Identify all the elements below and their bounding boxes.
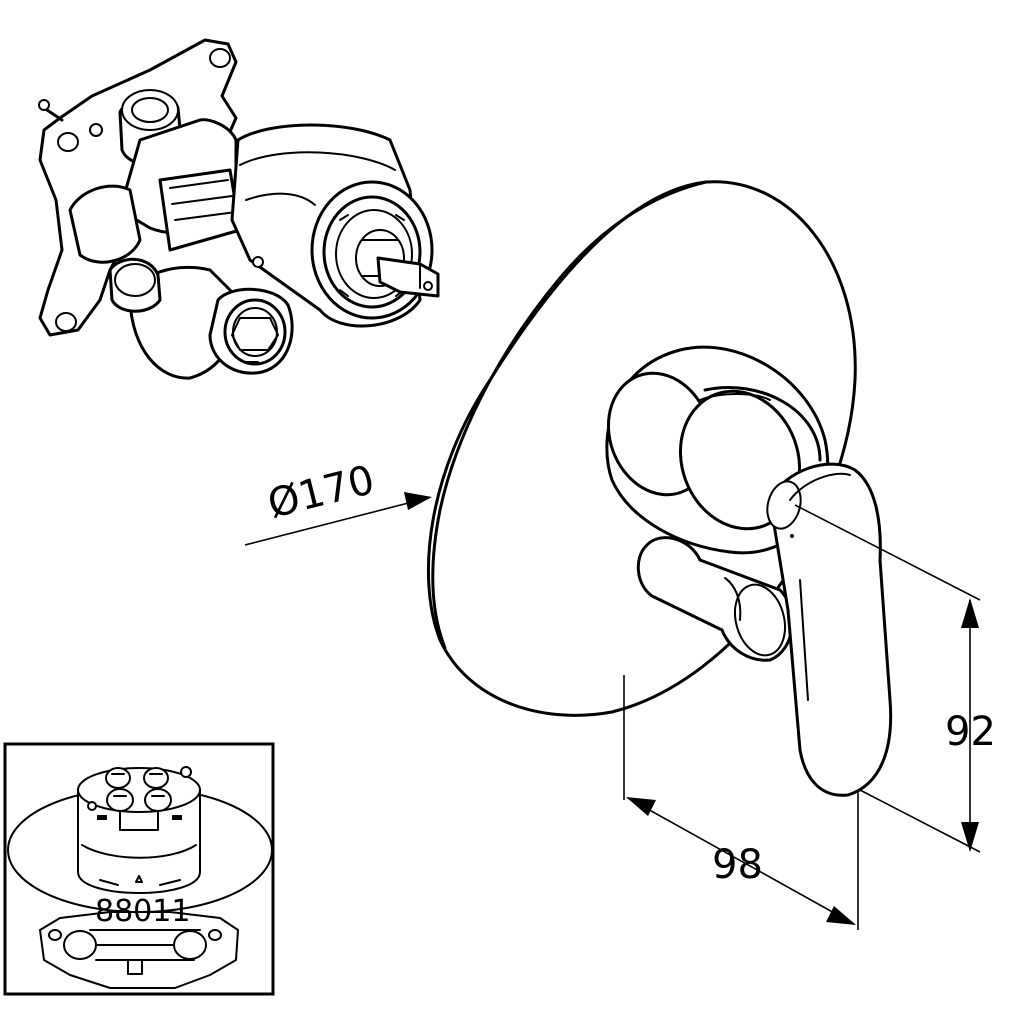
width-label: 98 — [712, 842, 763, 888]
lever-handle — [766, 462, 893, 797]
inset-box: 88011 — [3, 742, 275, 996]
part-number: 88011 — [95, 894, 190, 929]
width-dimension: 98 — [623, 675, 859, 930]
height-dimension: 92 — [794, 504, 996, 853]
height-label: 92 — [945, 709, 996, 755]
diverter-pin — [636, 536, 794, 662]
diameter-label: Ø170 — [263, 457, 379, 528]
diameter-dimension: Ø170 — [244, 457, 432, 546]
valve-body-illustration — [38, 38, 440, 380]
